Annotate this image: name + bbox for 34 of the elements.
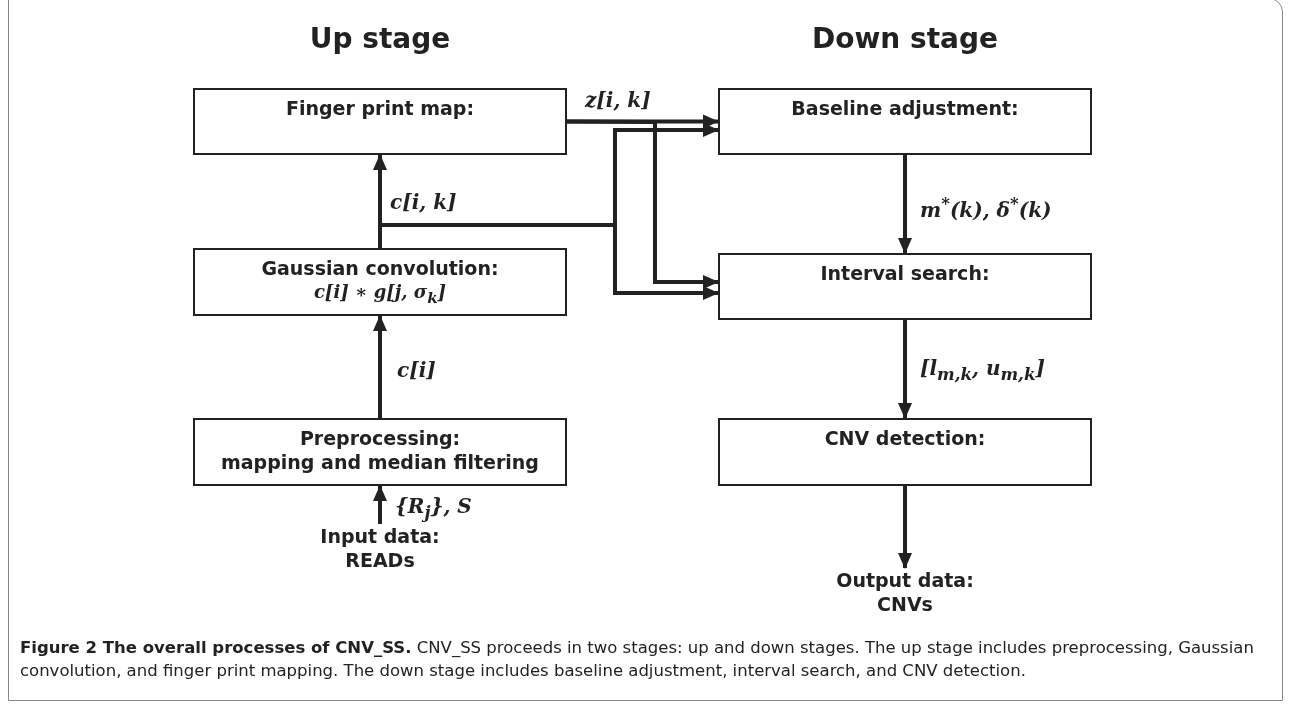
process-box: [718, 253, 1092, 320]
arrow: [898, 486, 912, 569]
edge-label: c[i, k]: [388, 190, 459, 214]
arrow: [567, 114, 719, 129]
node-title: Input data:: [320, 524, 440, 548]
edge-label: z[i, k]: [583, 88, 653, 112]
figure-caption: Figure 2 The overall processes of CNV_SS. CNV_SS proceeds in two stages: up and down stages. The up stage includes preprocessing, Gaussian convolution, and finger print mapping. The down stage includes baseline adjustment, interval search, and CNV detection.: [20, 637, 1255, 682]
stage-heading: Up stage: [309, 22, 451, 55]
node-title: CNV detection:: [824, 426, 986, 450]
stage-heading: Down stage: [812, 22, 998, 55]
node-title: Gaussian convolution:: [261, 256, 499, 280]
arrow: [373, 485, 387, 524]
node-title: Output data:: [836, 568, 974, 592]
node-text: READs: [345, 548, 415, 572]
arrow: [567, 119, 719, 289]
arrow: [898, 320, 912, 419]
process-box: [718, 418, 1092, 486]
node-text: mapping and median filtering: [221, 450, 539, 474]
edge-label: {R$_{j}$}, S: [393, 494, 474, 522]
node-title: Baseline adjustment:: [791, 96, 1019, 120]
node-title: Finger print map:: [286, 96, 474, 120]
formula-text: c[i] ∗ g[j, σ$_{k}$]: [313, 280, 447, 309]
arrow: [373, 315, 387, 418]
node-title: Interval search:: [820, 261, 990, 285]
edge-label: c[i]: [395, 358, 438, 382]
node-text: CNVs: [877, 592, 933, 616]
process-box: [193, 88, 567, 155]
node-title: Preprocessing:: [299, 426, 461, 450]
arrow: [378, 223, 719, 300]
edge-label: [l$_{m,k}$, u$_{m,k}$]: [918, 356, 1047, 384]
process-box: [718, 88, 1092, 155]
process-box: [193, 248, 567, 316]
process-box: [193, 418, 567, 486]
arrow: [898, 155, 912, 254]
